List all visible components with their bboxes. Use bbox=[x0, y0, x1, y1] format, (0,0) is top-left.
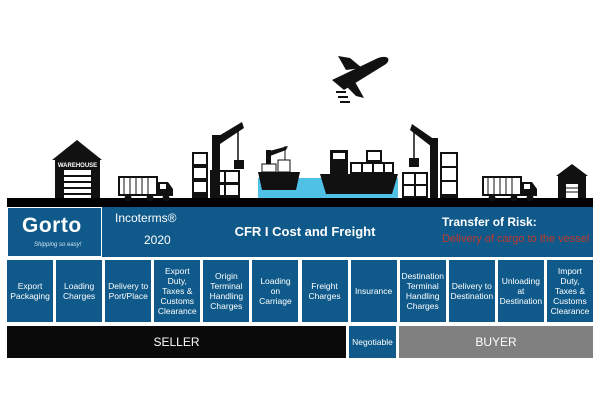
warehouse-label: WAREHOUSE bbox=[58, 163, 97, 169]
seller-bar: SELLER bbox=[7, 326, 346, 358]
risk-transfer: Transfer of Risk: Delivery of cargo to t… bbox=[420, 207, 592, 257]
negotiable-bar: Negotiable bbox=[349, 326, 396, 358]
stage-cell: Loading Charges bbox=[56, 260, 103, 322]
stage-cell: Import Duty, Taxes & Customs Clearance bbox=[546, 260, 593, 322]
risk-title: Transfer of Risk: bbox=[442, 215, 537, 229]
brand-name: Gorto bbox=[22, 214, 82, 237]
incoterms-year: 2020 bbox=[144, 233, 171, 247]
container-stack-right-icon bbox=[402, 152, 458, 198]
risk-detail: Delivery of cargo to the vessel bbox=[442, 233, 590, 245]
truck-icon bbox=[118, 176, 173, 202]
brand-logo: Gorto Shipping so easy! bbox=[7, 207, 102, 257]
logistics-illustration: WAREHOUSE bbox=[7, 56, 593, 207]
stage-cell: Unloading at Destination bbox=[497, 260, 544, 322]
brand-tagline: Shipping so easy! bbox=[34, 242, 82, 248]
port-crane-right-icon bbox=[409, 124, 438, 198]
stage-cell: Export Duty, Taxes & Customs Clearance bbox=[154, 260, 201, 322]
stage-cell: Freight Charges bbox=[301, 260, 348, 322]
stage-cell: Insurance bbox=[350, 260, 397, 322]
ground-strip bbox=[7, 198, 593, 207]
incoterms-badge: Incoterms® 2020 bbox=[108, 207, 188, 257]
airplane-icon bbox=[332, 56, 389, 103]
stage-cell: Loading on Carriage bbox=[252, 260, 299, 322]
stage-cell: Destination Terminal Handling Charges bbox=[399, 260, 446, 322]
page-title: CFR I Cost and Freight bbox=[190, 207, 420, 257]
warehouse-icon: WAREHOUSE bbox=[52, 140, 102, 198]
destination-warehouse-icon bbox=[556, 164, 588, 198]
cargo-ship-icon bbox=[258, 146, 300, 190]
stage-cell: Origin Terminal Handling Charges bbox=[203, 260, 250, 322]
container-ship-icon bbox=[320, 150, 398, 194]
stage-cell: Delivery to Destination bbox=[448, 260, 495, 322]
port-crane-icon bbox=[212, 122, 244, 198]
incoterms-label: Incoterms® bbox=[115, 211, 177, 225]
stage-cell: Export Packaging bbox=[7, 260, 54, 322]
stage-cell: Delivery to Port/Place bbox=[105, 260, 152, 322]
truck-right-icon bbox=[482, 176, 537, 202]
buyer-bar: BUYER bbox=[399, 326, 593, 358]
